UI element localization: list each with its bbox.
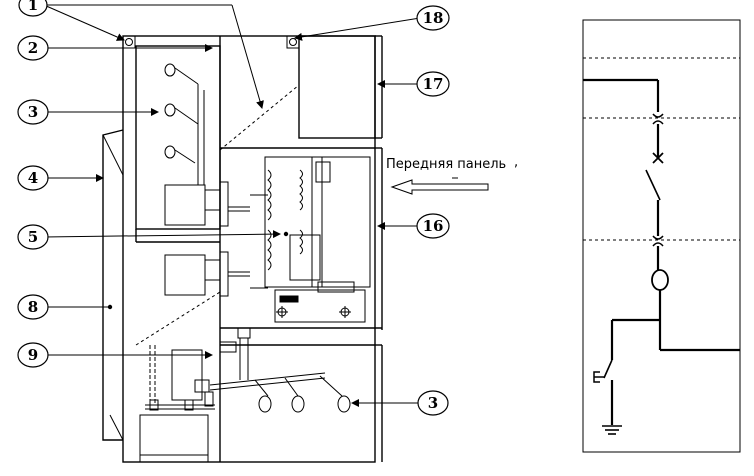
- callout-label-8: 8: [28, 298, 38, 316]
- callout-label-16: 16: [423, 217, 444, 235]
- rear-panel: [102, 129, 124, 441]
- callout-label-3-bottom: 3: [428, 394, 438, 412]
- cable-compartment: [139, 327, 351, 463]
- breaker-blade: [645, 169, 661, 201]
- schematic-frame: [582, 19, 741, 453]
- callout-1: [18, 0, 48, 17]
- front-panel-mark: ,: [514, 155, 518, 170]
- callout-16: [416, 213, 450, 239]
- current-transformer-icon: [651, 269, 669, 291]
- callout-9: [17, 342, 49, 368]
- callout-5: [17, 224, 49, 250]
- callout-2: [17, 35, 49, 61]
- circuit-breaker: [250, 156, 371, 323]
- callout-label-2: 2: [28, 39, 38, 57]
- callout-label-17: 17: [423, 75, 444, 93]
- callout-4: [17, 165, 49, 191]
- callout-3-bottom: [417, 390, 449, 416]
- callout-18: [416, 5, 450, 31]
- callout-8: [17, 294, 49, 320]
- front-panel-arrow-icon: [390, 179, 489, 195]
- earthing-switch-blade: [603, 359, 613, 379]
- lv-compartment: [298, 35, 376, 139]
- cabinet-outline: [122, 35, 376, 463]
- leader-lines: [43, 4, 421, 407]
- lower-contact-icon: [652, 235, 664, 240]
- single-line-schematic: [582, 19, 741, 453]
- ground-icon: [602, 425, 622, 435]
- callout-label-9: 9: [28, 346, 38, 364]
- callout-3-top: [17, 99, 49, 125]
- callout-label-4: 4: [28, 169, 38, 187]
- callout-label-18: 18: [423, 9, 444, 27]
- upper-contact-icon: [652, 113, 664, 118]
- callout-label-1: 1: [28, 0, 38, 14]
- cabinet-section: [102, 35, 383, 463]
- callout-17: [416, 71, 450, 97]
- busbar-compartment: [135, 45, 221, 230]
- callout-label-5: 5: [28, 228, 38, 246]
- callout-label-3-top: 3: [28, 103, 38, 121]
- front-panel-label: Передняя панель: [386, 157, 506, 172]
- busbar-insulators: [164, 63, 205, 185]
